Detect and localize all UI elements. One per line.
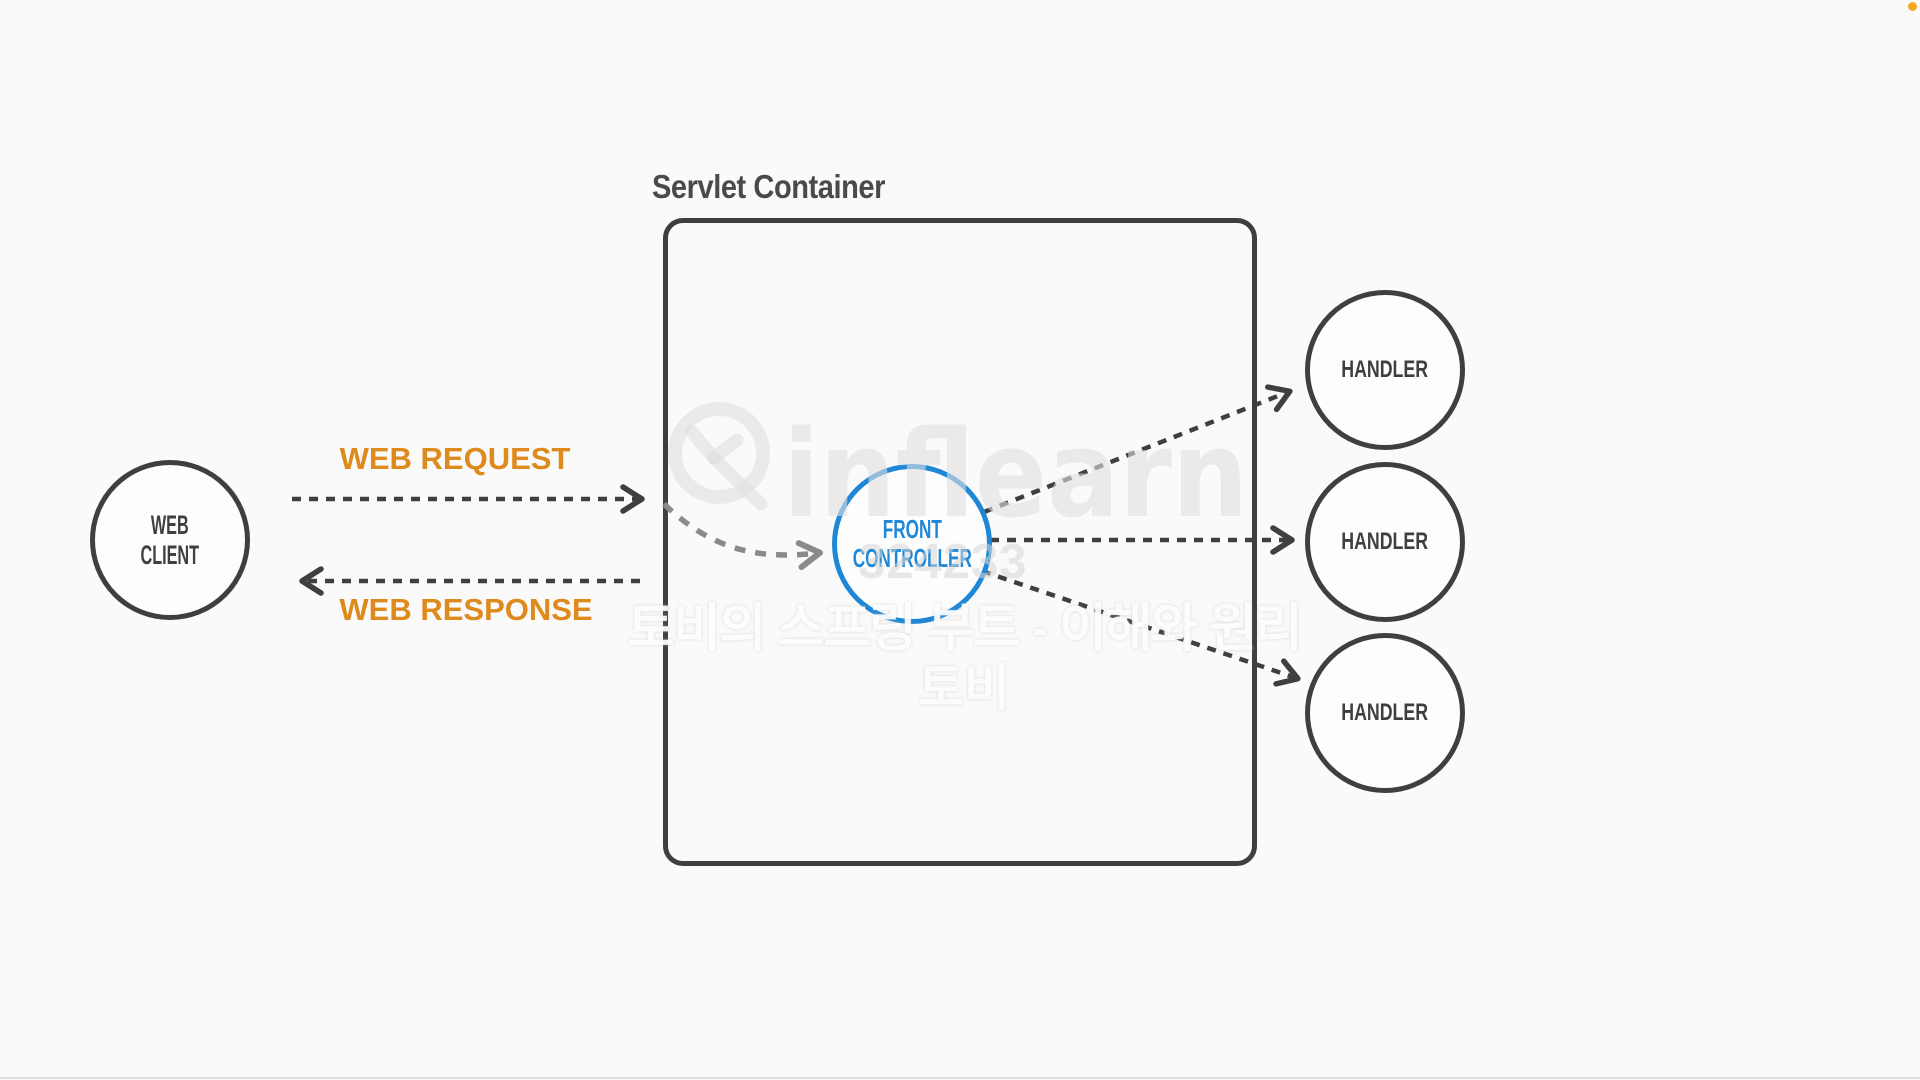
web-client-node: WEB CLIENT: [90, 460, 250, 620]
web-request-label: WEB REQUEST: [339, 441, 571, 476]
handler-label-1: HANDLER: [1341, 355, 1429, 383]
web-client-label: WEB CLIENT: [141, 510, 200, 570]
frontcontroller-to-handler1-arrow: [983, 384, 1293, 515]
web-response-label: WEB RESPONSE: [339, 592, 593, 627]
front-controller-label-line1: FRONT: [882, 513, 942, 544]
handler-label-2: HANDLER: [1341, 527, 1429, 555]
front-controller-label-line2: CONTROLLER: [852, 543, 972, 573]
web-client-label-line2: CLIENT: [140, 540, 200, 570]
web-client-label-line1: WEB: [151, 509, 189, 540]
handler-label-3: HANDLER: [1341, 698, 1429, 726]
frontcontroller-to-handler3-arrow: [981, 568, 1301, 687]
handler-node-2: HANDLER: [1305, 462, 1465, 622]
servlet-container-box: [663, 218, 1257, 866]
handler-node-1: HANDLER: [1305, 290, 1465, 450]
front-controller-node: FRONT CONTROLLER: [832, 464, 992, 624]
recording-indicator-dot: [1908, 2, 1917, 11]
frame-bottom-edge: [0, 1077, 1920, 1079]
request-to-frontcontroller-arrow: [662, 502, 823, 571]
handler-node-3: HANDLER: [1305, 633, 1465, 793]
front-controller-label: FRONT CONTROLLER: [852, 513, 972, 573]
servlet-container-title: Servlet Container: [652, 168, 885, 205]
